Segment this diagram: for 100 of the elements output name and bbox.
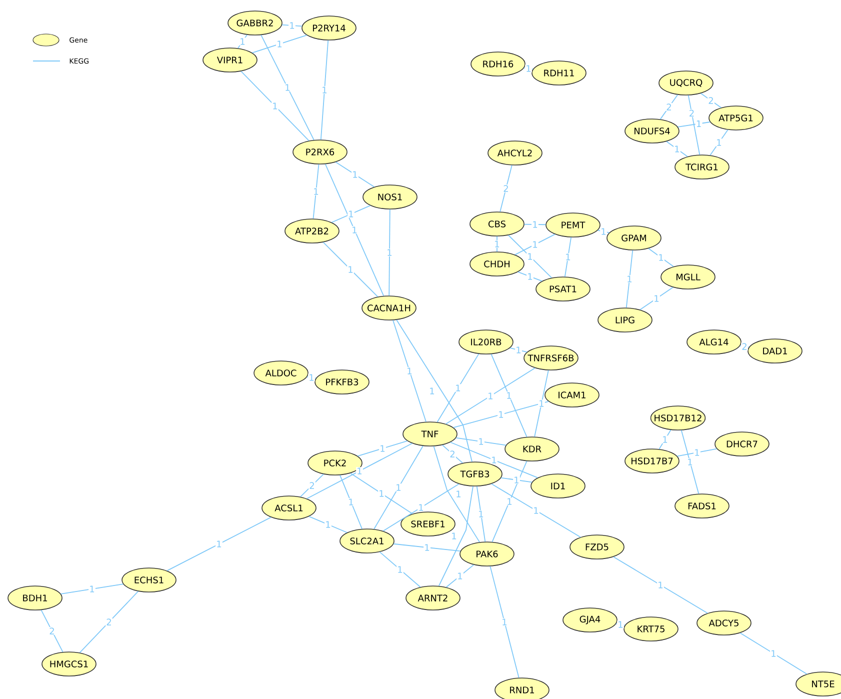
edge-line	[677, 122, 711, 128]
edge-label: 1	[494, 240, 500, 248]
edge-line	[442, 444, 464, 464]
edge-line	[648, 248, 674, 267]
edge-line	[40, 610, 64, 652]
edge-label: 2	[48, 627, 56, 635]
edge-label: 1	[455, 490, 462, 498]
edge-label: 1	[626, 275, 633, 283]
edge-label: 1	[348, 498, 354, 506]
edge-label: 1	[88, 585, 96, 593]
edge-line	[446, 564, 474, 588]
edge-label: 1	[653, 294, 660, 302]
edge-line	[240, 70, 310, 142]
edge-label: 1	[695, 120, 702, 128]
edge-line	[340, 474, 362, 530]
edge-label: 1	[686, 458, 694, 466]
edge-label: 1	[532, 240, 538, 248]
edge-label: 2	[688, 109, 696, 118]
edge-line	[514, 234, 556, 256]
edge-line	[613, 556, 708, 614]
edge-line	[626, 250, 634, 308]
edge-line	[491, 483, 581, 538]
edge-line	[166, 516, 272, 572]
edge-label: 1	[378, 490, 385, 498]
edge-label: 1	[694, 448, 700, 456]
edge-label: 2	[708, 96, 714, 104]
edge-label: 1	[538, 400, 545, 408]
edge-label: 1	[532, 506, 540, 514]
edge-label: 1	[600, 228, 607, 236]
edge-label: 1	[478, 510, 484, 518]
edge-label: 1	[428, 387, 436, 395]
edge-label: 1	[379, 444, 386, 452]
edge-line	[320, 40, 329, 140]
edge-label: 1	[324, 520, 332, 528]
edge-label: 1	[525, 64, 532, 72]
edge-label: 1	[288, 22, 296, 30]
edge-label: 1	[716, 138, 722, 146]
edge-label: 1	[356, 467, 363, 475]
edge-line	[490, 354, 528, 438]
edge-label: 1	[454, 384, 462, 392]
edge-line	[300, 474, 324, 498]
edge-label: 1	[418, 504, 424, 512]
edge-line	[676, 448, 718, 457]
edge-line	[260, 34, 314, 140]
edge-line	[492, 460, 528, 542]
edge-label: 1	[386, 248, 393, 256]
edge-line	[740, 632, 808, 674]
edge-line	[500, 164, 512, 212]
edge-label: 1	[487, 392, 494, 400]
edge-label: 2	[502, 184, 510, 192]
edge-line	[282, 24, 302, 27]
edge-label: 2	[741, 342, 748, 350]
edge-line	[688, 94, 700, 156]
edge-line	[350, 472, 413, 514]
edge-line	[392, 320, 426, 422]
edge-line	[357, 440, 408, 456]
edge-line	[382, 484, 460, 532]
edge-label: 1	[456, 572, 464, 580]
edge-line	[308, 516, 348, 533]
edge-line	[456, 437, 506, 446]
edge-label: 1	[272, 102, 278, 110]
edge-label: 1	[284, 84, 291, 92]
edge-label: 1	[321, 86, 328, 94]
edge-label: 1	[406, 367, 413, 375]
edge-label: 1	[526, 252, 534, 260]
edge-label: 1	[532, 220, 538, 228]
edge-label: 2	[308, 482, 316, 490]
edge-line	[379, 552, 421, 588]
edge-label: 1	[658, 254, 664, 262]
edge-label: 1	[347, 266, 354, 274]
edge-label: 1	[674, 145, 680, 153]
edge-line	[524, 224, 546, 226]
edge-line	[710, 129, 728, 156]
edge-label: 1	[617, 620, 624, 628]
edge-line	[534, 370, 549, 438]
edge-line	[700, 92, 722, 108]
edge-label: 1	[526, 272, 534, 280]
edge-label: 1	[348, 210, 354, 218]
edge-label: 1	[490, 456, 498, 464]
edge-label: 2	[666, 103, 672, 111]
edge-line	[640, 286, 674, 310]
edge-line	[508, 234, 552, 278]
edge-line	[322, 242, 378, 298]
edge-line	[324, 164, 384, 296]
edge-label: 2	[106, 618, 112, 626]
edge-label: 1	[308, 374, 315, 382]
edge-label: 1	[276, 40, 283, 48]
edge-label: 1	[312, 188, 320, 196]
edge-line	[252, 34, 308, 54]
edge-line	[331, 205, 371, 223]
edge-label: 1	[515, 346, 522, 354]
edge-line	[510, 347, 528, 353]
edge-line	[374, 446, 424, 530]
edge-line	[436, 354, 480, 422]
edge-line	[518, 272, 542, 282]
edge-label: 1	[770, 650, 777, 658]
edge-label: 1	[501, 618, 508, 626]
edge-label: 1	[239, 38, 246, 46]
edge-line	[396, 319, 472, 462]
edge-line	[335, 162, 375, 188]
